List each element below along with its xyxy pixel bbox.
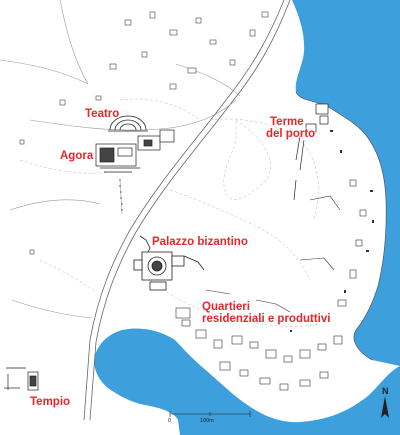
north-arrow-icon <box>381 396 389 418</box>
agora-dotted-path <box>119 179 123 211</box>
scale-bar <box>169 411 251 417</box>
coast-line <box>295 91 387 361</box>
label-terme-line1: Terme <box>270 116 304 128</box>
main-road <box>83 0 291 421</box>
label-palazzo: Palazzo bizantino <box>152 236 248 248</box>
label-tempio: Tempio <box>30 396 71 408</box>
residential-structures <box>175 179 367 391</box>
scale-max: 100m <box>200 418 214 424</box>
secondary-roads <box>0 0 241 319</box>
terrain-lines <box>19 98 321 327</box>
north-label: N <box>382 386 389 396</box>
label-teatro: Teatro <box>85 108 120 120</box>
promontory-details <box>230 130 374 332</box>
palace-structure <box>133 235 205 291</box>
sea-south <box>94 328 400 435</box>
label-terme-line2: del porto <box>266 128 316 140</box>
label-quartieri-line1: Quartieri <box>202 301 250 313</box>
label-agora: Agora <box>60 150 94 162</box>
theatre-structure <box>108 115 148 132</box>
scattered-buildings <box>19 11 269 255</box>
scale-zero: 0 <box>168 418 172 424</box>
label-quartieri-line2: residenziali e produttivi <box>202 313 331 325</box>
agora-structure <box>95 129 175 173</box>
sea-east <box>292 0 400 366</box>
baths-structure <box>293 103 329 201</box>
temple-structure <box>4 367 39 391</box>
